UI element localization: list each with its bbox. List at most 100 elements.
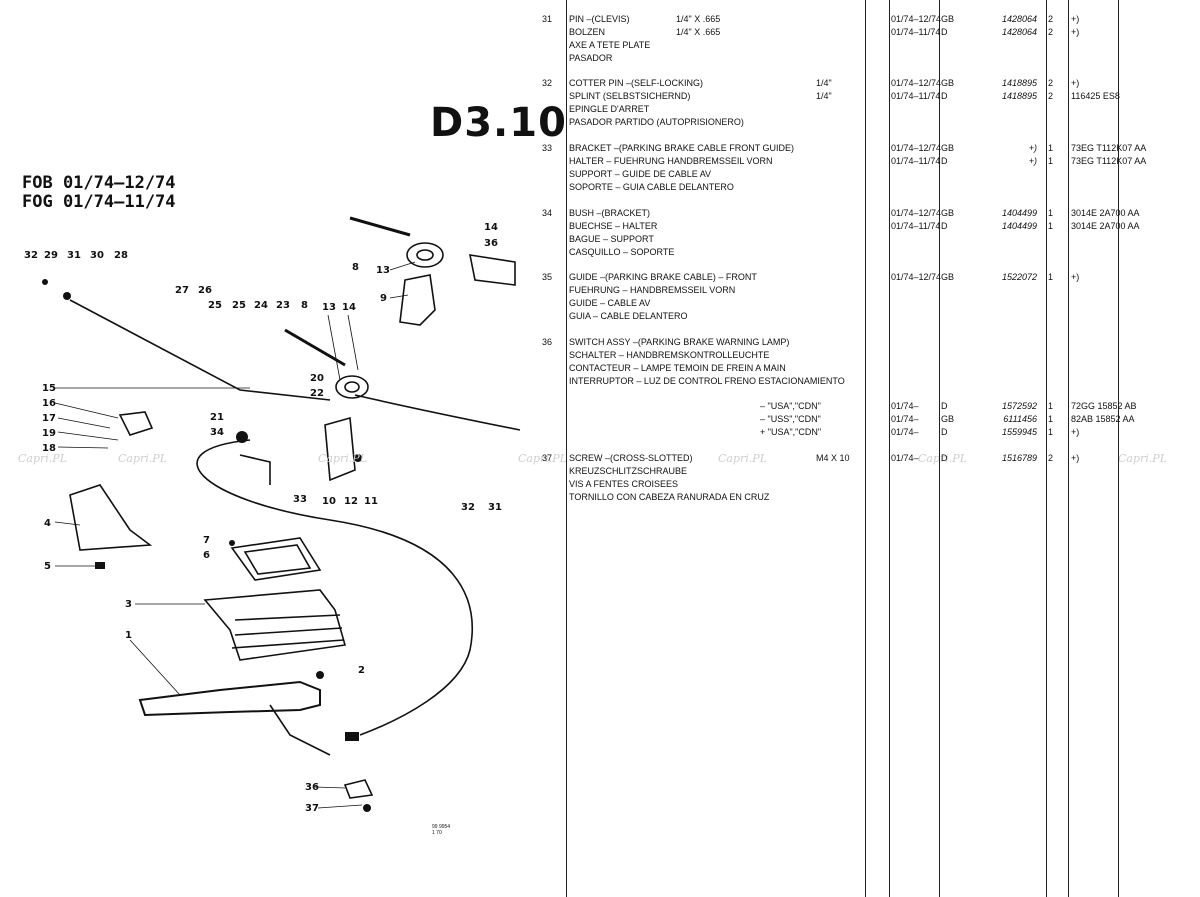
column-divider	[865, 0, 866, 897]
callout-number: 22	[310, 388, 324, 399]
country-code: D	[941, 27, 948, 37]
callout-number: 25	[208, 300, 222, 311]
quantity: 2	[1048, 453, 1054, 463]
part-description: SWITCH ASSY –(PARKING BRAKE WARNING LAMP…	[569, 337, 790, 347]
remark: +)	[1071, 427, 1080, 437]
watermark: Capri.PL	[918, 452, 967, 465]
callout-number: 16	[42, 398, 56, 409]
doc-code-line: 1 70	[432, 830, 442, 836]
part-description: EPINGLE D'ARRET	[569, 104, 650, 114]
part-spec: 1/4"	[816, 91, 832, 101]
model-line-fog: FOG 01/74–11/74	[22, 192, 176, 212]
part-number: 1404499	[1001, 208, 1037, 218]
quantity: 2	[1048, 78, 1054, 88]
remark: 82AB 15852 AA	[1071, 414, 1135, 424]
model-years: 01/74–	[891, 453, 919, 463]
model-years: 01/74–12/74	[891, 143, 942, 153]
part-number: 1404499	[1001, 221, 1037, 231]
callout-number: 27	[175, 285, 189, 296]
callout-number: 21	[210, 412, 224, 423]
part-description: FUEHRUNG – HANDBREMSSEIL VORN	[569, 285, 736, 295]
model-years: 01/74–12/74	[891, 272, 942, 282]
callout-number: 13	[376, 265, 390, 276]
quantity: 2	[1048, 27, 1054, 37]
model-years: 01/74–12/74	[891, 78, 942, 88]
part-description: BUSH –(BRACKET)	[569, 208, 651, 218]
part-number: +)	[1028, 156, 1037, 166]
column-divider	[1068, 0, 1069, 897]
part-description: TORNILLO CON CABEZA RANURADA EN CRUZ	[569, 492, 770, 502]
part-description: AXE A TETE PLATE	[569, 40, 651, 50]
part-description: KREUZSCHLITZSCHRAUBE	[569, 466, 688, 476]
callout-number: 8	[301, 300, 308, 311]
callout-number: 23	[276, 300, 290, 311]
remark: 72GG 15852 AB	[1071, 401, 1137, 411]
watermark: Capri.PL	[18, 452, 67, 465]
model-lines: FOB 01/74–12/74 FOG 01/74–11/74	[22, 174, 176, 212]
callout-number: 15	[42, 383, 56, 394]
part-description: SCREW –(CROSS-SLOTTED)	[569, 453, 693, 463]
callout-number: 2	[358, 665, 365, 676]
callout-number: 5	[44, 561, 51, 572]
country-code: D	[941, 427, 948, 437]
callout-number: 17	[42, 413, 56, 424]
item-number: 34	[542, 208, 553, 218]
quantity: 1	[1048, 401, 1054, 411]
column-divider	[1046, 0, 1047, 897]
quantity: 1	[1048, 221, 1054, 231]
remark: +)	[1071, 78, 1080, 88]
callout-number: 31	[67, 250, 81, 261]
country-code: GB	[941, 143, 955, 153]
part-number: 1516789	[1001, 453, 1037, 463]
part-description: BOLZEN	[569, 27, 606, 37]
part-description: SPLINT (SELBSTSICHERND)	[569, 91, 691, 101]
country-code: D	[941, 91, 948, 101]
part-number: 1559945	[1001, 427, 1037, 437]
part-description: INTERRUPTOR – LUZ DE CONTROL FRENO ESTAC…	[569, 376, 845, 386]
model-years: 01/74–11/74	[891, 156, 941, 166]
part-description: SOPORTE – GUIA CABLE DELANTERO	[569, 182, 734, 192]
part-number: 1572592	[1001, 401, 1037, 411]
callout-number: 7	[203, 535, 210, 546]
part-spec: 1/4" X .665	[676, 14, 721, 24]
remark: 73EG T112K07 AA	[1071, 156, 1147, 166]
callout-number: 20	[310, 373, 324, 384]
item-number: 37	[542, 453, 553, 463]
model-years: 01/74–11/74	[891, 27, 941, 37]
quantity: 1	[1048, 143, 1054, 153]
callout-number: 33	[293, 494, 307, 505]
callout-number: 9	[380, 293, 387, 304]
item-number: 33	[542, 143, 553, 153]
quantity: 1	[1048, 208, 1054, 218]
model-years: 01/74–11/74	[891, 91, 941, 101]
callout-number: 18	[42, 443, 56, 454]
remark: +)	[1071, 272, 1080, 282]
part-number: 1428064	[1001, 14, 1037, 24]
country-code: GB	[941, 78, 955, 88]
doc-code-line: 99 9954	[432, 824, 451, 830]
item-number: 32	[542, 78, 553, 88]
part-description: PASADOR PARTIDO (AUTOPRISIONERO)	[569, 117, 744, 127]
page-reference: D3.10	[430, 100, 567, 146]
parking-brake-drawing	[42, 216, 521, 812]
part-description: PASADOR	[569, 53, 613, 63]
watermark: Capri.PL	[118, 452, 167, 465]
callout-number: 19	[42, 428, 56, 439]
part-spec: 1/4" X .665	[676, 27, 721, 37]
remark: +)	[1071, 453, 1080, 463]
model-line-fob: FOB 01/74–12/74	[22, 173, 176, 193]
part-spec: M4 X 10	[816, 453, 850, 463]
callout-number: 32	[461, 502, 475, 513]
quantity: 1	[1048, 414, 1054, 424]
part-description: COTTER PIN –(SELF-LOCKING)	[569, 78, 704, 88]
model-years: 01/74–12/74	[891, 208, 942, 218]
exploded-diagram: FOB 01/74–12/74 FOG 01/74–11/74 32 2 9 31…	[0, 0, 560, 897]
part-description: BUECHSE – HALTER	[569, 221, 658, 231]
item-number: 36	[542, 337, 553, 347]
part-number: 6111456	[1003, 414, 1037, 424]
part-number: 1418895	[1001, 91, 1037, 101]
model-years: 01/74–11/74	[891, 221, 941, 231]
callout-number: 32	[24, 250, 38, 261]
callout-number: 36	[305, 782, 319, 793]
column-divider	[939, 0, 940, 897]
